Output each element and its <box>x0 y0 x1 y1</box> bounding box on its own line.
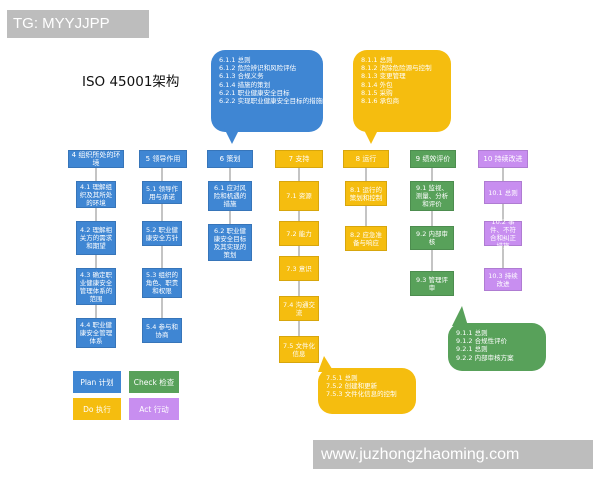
callout-6-tail <box>224 128 240 144</box>
box-5-2: 5.2 职业健康安全方针 <box>142 221 182 246</box>
header-10-improvement: 10 持续改进 <box>478 150 528 168</box>
legend-act: Act 行动 <box>129 398 179 420</box>
diagram-title: ISO 45001架构 <box>82 74 180 90</box>
header-6-planning: 6 策划 <box>207 150 253 168</box>
box-4-2: 4.2 理解相关方的需求和期望 <box>76 221 116 255</box>
legend-do: Do 执行 <box>73 398 121 420</box>
callout-6-line: 6.2.1 职业健康安全目标 <box>219 88 290 97</box>
watermark-top: TG: MYYJJPP <box>7 10 149 38</box>
watermark-bottom: www.juzhongzhaoming.com <box>313 440 593 469</box>
callout-9-line: 9.1.1 总则 <box>456 329 488 337</box>
box-10-1: 10.1 总则 <box>484 181 522 204</box>
callout-7-line: 7.5.1 总则 <box>326 374 358 382</box>
callout-6-line: 6.1.1 总则 <box>219 56 251 64</box>
header-7-support: 7 支持 <box>275 150 323 168</box>
callout-8-operation: 8.1.1 总则 8.1.2 消除危险源与控制 8.1.3 变更管理 8.1.4… <box>353 50 451 132</box>
box-7-5: 7.5 文件化信息 <box>279 336 319 363</box>
legend-plan: Plan 计划 <box>73 371 121 393</box>
box-8-1: 8.1 运行的策划和控制 <box>345 181 387 206</box>
box-5-1: 5.1 领导作用与承诺 <box>142 181 182 204</box>
callout-7-line: 7.5.2 创建和更新 <box>326 382 378 391</box>
callout-8-tail <box>363 128 379 144</box>
callout-9-tail <box>452 306 468 326</box>
box-7-1: 7.1 资源 <box>279 181 319 211</box>
callout-6-line: 6.1.2 危险辨识和风险评估 <box>219 64 297 73</box>
callout-7-line: 7.5.3 文件化信息的控制 <box>326 390 397 399</box>
box-7-3: 7.3 意识 <box>279 256 319 281</box>
callout-8-line: 8.1.1 总则 <box>361 56 393 64</box>
box-8-2: 8.2 应急准备与响应 <box>345 226 387 251</box>
header-8-operation: 8 运行 <box>343 150 389 168</box>
box-6-2: 6.2 职业健康安全目标及其实现的策划 <box>208 224 252 261</box>
box-6-1: 6.1 应对风险和机遇的措施 <box>208 181 252 211</box>
callout-9-line: 9.1.2 合规性评价 <box>456 337 508 346</box>
callout-8-line: 8.1.6 承包商 <box>361 97 400 106</box>
header-4-context: 4 组织所处的环境 <box>68 150 124 168</box>
box-9-3: 9.3 管理评审 <box>410 271 454 296</box>
box-10-2: 10.2 事件、不符合和纠正措施 <box>484 218 522 250</box>
callout-7-documented-info: 7.5.1 总则 7.5.2 创建和更新 7.5.3 文件化信息的控制 <box>318 368 416 414</box>
callout-6-line: 6.2.2 实现职业健康安全目标的措施的策划 <box>219 97 342 106</box>
callout-8-line: 8.1.4 外包 <box>361 80 393 89</box>
box-9-2: 9.2 内部审核 <box>410 226 454 250</box>
callout-6-line: 6.1.4 措施的策划 <box>219 80 271 89</box>
callout-8-line: 8.1.3 变更管理 <box>361 72 406 81</box>
box-5-3: 5.3 组织的角色、职责和权限 <box>142 268 182 298</box>
box-10-3: 10.3 持续改进 <box>484 268 522 291</box>
legend-check: Check 检查 <box>129 371 179 393</box>
box-4-1: 4.1 理解组织及其所处的环境 <box>76 181 116 208</box>
box-4-3: 4.3 确定职业健康安全管理体系的范围 <box>76 268 116 305</box>
header-9-evaluation: 9 绩效评价 <box>410 150 456 168</box>
callout-8-line: 8.1.5 采购 <box>361 88 393 97</box>
callout-6-line: 6.1.3 合规义务 <box>219 72 264 81</box>
callout-7-tail <box>318 356 334 372</box>
box-9-1: 9.1 监视、测量、分析和评价 <box>410 181 454 211</box>
callout-8-line: 8.1.2 消除危险源与控制 <box>361 64 432 73</box>
header-5-leadership: 5 领导作用 <box>139 150 187 168</box>
box-7-2: 7.2 能力 <box>279 221 319 246</box>
box-4-4: 4.4 职业健康安全管理体系 <box>76 318 116 348</box>
box-5-4: 5.4 参与和协商 <box>142 318 182 343</box>
callout-9-evaluation: 9.1.1 总则 9.1.2 合规性评价 9.2.1 总则 9.2.2 内部审核… <box>448 323 546 371</box>
callout-6-planning: 6.1.1 总则 6.1.2 危险辨识和风险评估 6.1.3 合规义务 6.1.… <box>211 50 342 132</box>
box-7-4: 7.4 沟通交流 <box>279 296 319 321</box>
callout-9-line: 9.2.1 总则 <box>456 345 488 354</box>
callout-9-line: 9.2.2 内部审核方案 <box>456 353 514 362</box>
